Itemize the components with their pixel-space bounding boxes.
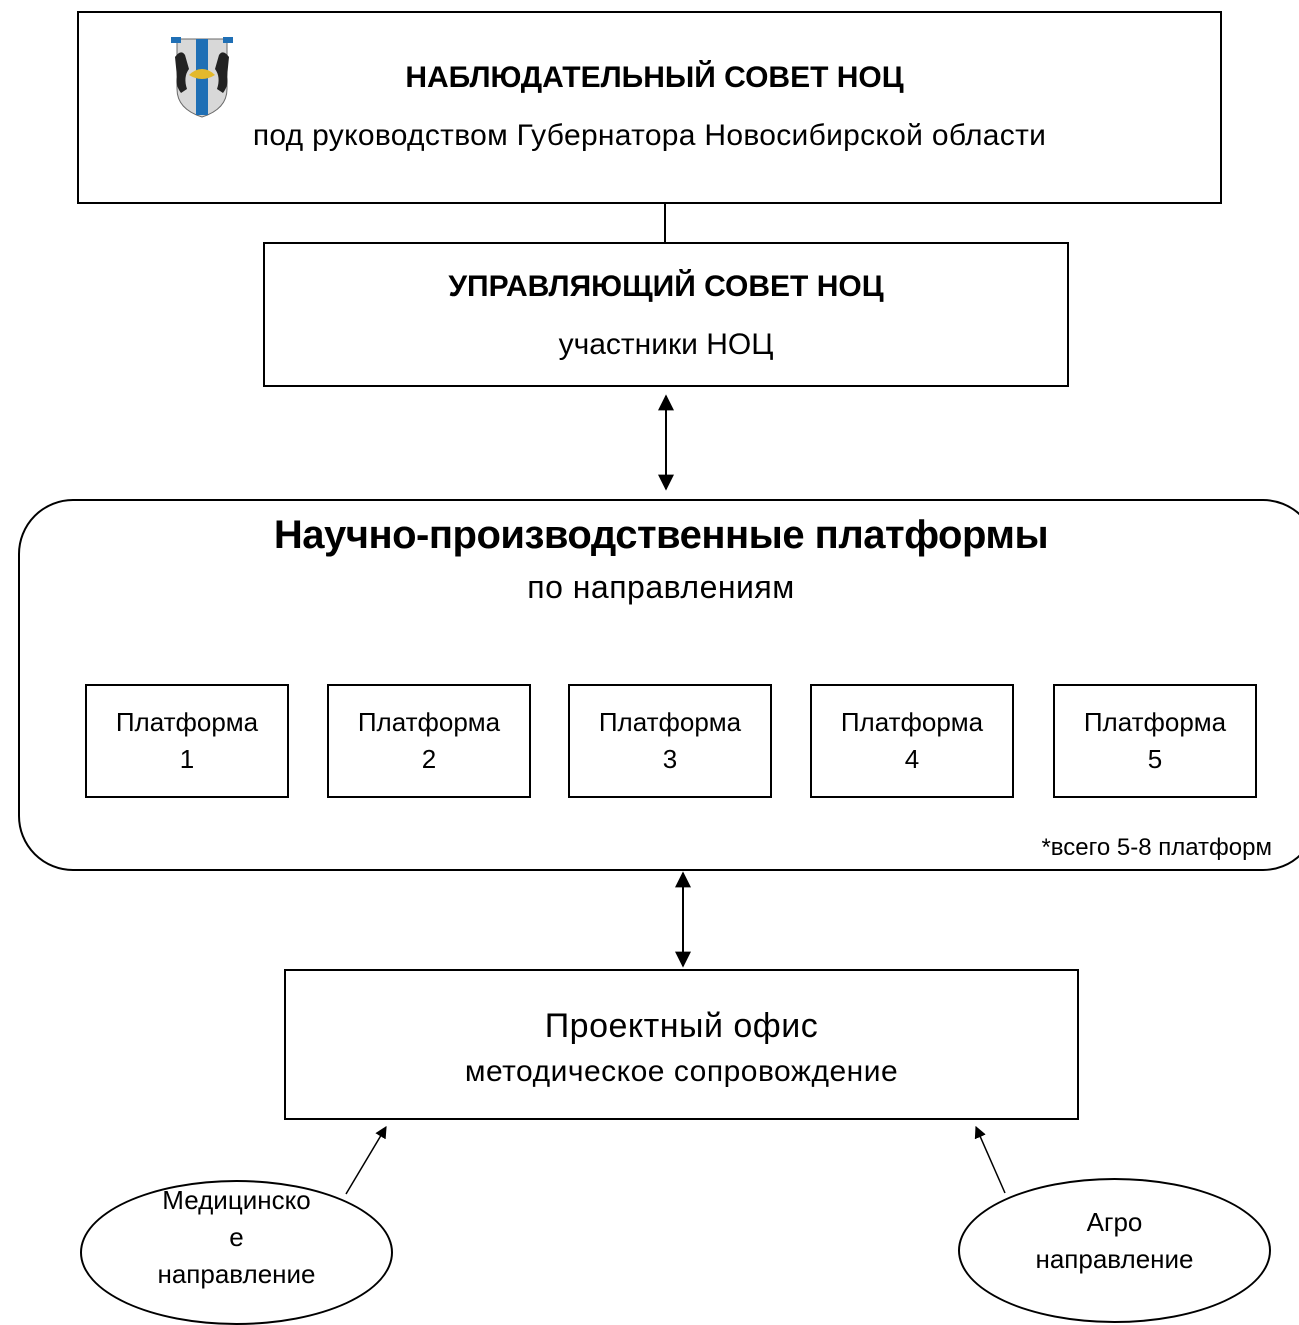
managing-board-subtitle: участники НОЦ [558,328,774,361]
platform-box-1: Платформа 1 [85,684,289,798]
agro-office-arrow [974,1125,1006,1194]
platform-number: 1 [179,744,195,774]
platform-label: Платформа [357,707,501,737]
agro-direction-line2: направление [1035,1244,1194,1274]
project-office-subtitle: методическое сопровождение [464,1055,899,1088]
novosibirsk-coat-of-arms-icon [171,37,233,118]
platform-label: Платформа [1083,707,1227,737]
agro-direction-ellipse: Агро направление [958,1178,1271,1323]
platform-label: Платформа [840,707,984,737]
platforms-subtitle: по направлениям [527,569,795,605]
medical-direction-ellipse: Медицинско е направление [80,1180,393,1325]
platform-label: Платформа [115,707,259,737]
platforms-footnote: *всего 5-8 платформ [1041,834,1272,861]
supervisory-board-subtitle: под руководством Губернатора Новосибирск… [252,119,1047,152]
platform-number: 2 [421,744,437,774]
supervisory-board-box: НАБЛЮДАТЕЛЬНЫЙ СОВЕТ НОЦ под руководство… [77,11,1222,204]
medical-direction-line2: е [229,1222,244,1252]
platform-label: Платформа [598,707,742,737]
platform-box-4: Платформа 4 [810,684,1014,798]
platform-number: 5 [1147,744,1163,774]
project-office-title: Проектный офис [544,1007,819,1045]
managing-board-box: УПРАВЛЯЮЩИЙ СОВЕТ НОЦ участники НОЦ [263,242,1069,387]
platforms-container: Научно-производственные платформы по нап… [18,499,1299,871]
supervisory-board-title: НАБЛЮДАТЕЛЬНЫЙ СОВЕТ НОЦ [405,61,904,94]
platform-box-3: Платформа 3 [568,684,772,798]
medical-direction-line3: направление [157,1259,316,1289]
managing-board-title: УПРАВЛЯЮЩИЙ СОВЕТ НОЦ [448,270,884,303]
platform-number: 3 [662,744,678,774]
platforms-title: Научно-производственные платформы [273,513,1049,557]
medical-direction-line1: Медицинско [162,1185,311,1215]
agro-direction-line1: Агро [1086,1207,1143,1237]
project-office-box: Проектный офис методическое сопровождени… [284,969,1079,1120]
platform-box-5: Платформа 5 [1053,684,1257,798]
platform-number: 4 [904,744,920,774]
platform-box-2: Платформа 2 [327,684,531,798]
